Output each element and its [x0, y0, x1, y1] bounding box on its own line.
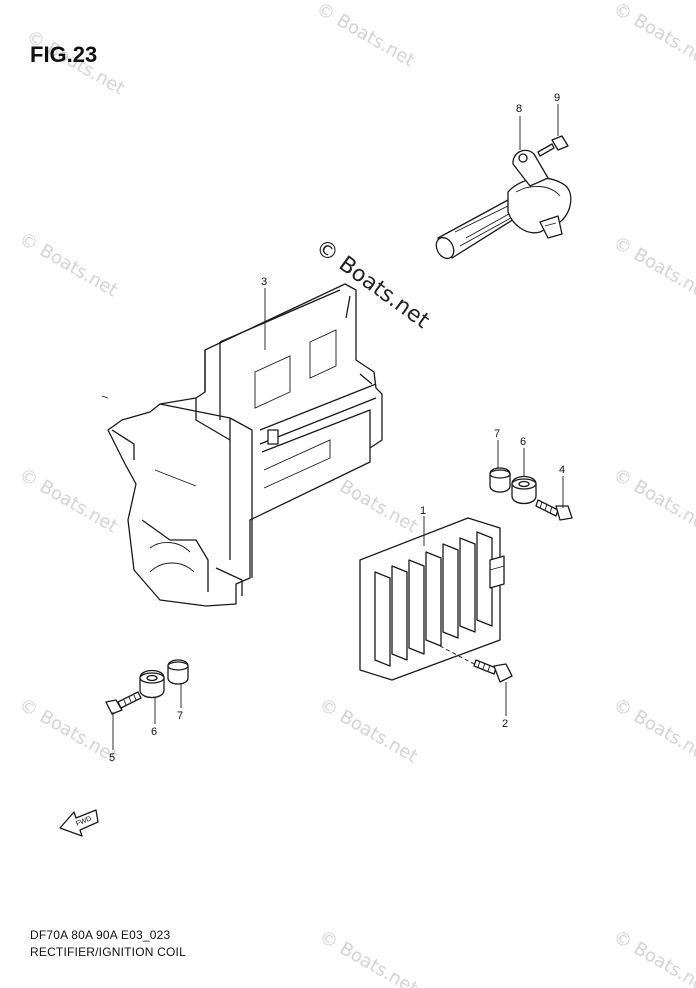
grommet-right	[511, 475, 537, 505]
callout-collar-left: 7	[177, 710, 183, 722]
watermark-layer: © Boats.net © Boats.net © Boats.net © Bo…	[16, 0, 696, 988]
fwd-arrow: FWD	[59, 809, 99, 837]
leader-lines	[112, 104, 564, 750]
watermark-text: © Boats.net	[610, 694, 696, 767]
figure-title: FIG.23	[30, 42, 98, 67]
rectifier-bolt	[439, 645, 513, 683]
watermark-text: © Boats.net	[316, 926, 422, 988]
ignition-coil	[435, 149, 572, 260]
watermark-text: © Boats.net	[313, 0, 419, 71]
model-code: DF70A 80A 90A E03_023	[30, 928, 171, 942]
watermark-text: © Boats.net	[610, 232, 696, 305]
callout-bolt-left: 5	[109, 752, 115, 764]
callout-ignition-coil: 8	[516, 103, 522, 115]
watermark-text: © Boats.net	[316, 694, 422, 767]
watermark-text: © Boats.net	[610, 0, 696, 71]
rectifier	[359, 517, 505, 681]
bolt-left	[105, 691, 142, 715]
collar-left	[167, 659, 189, 685]
section-name: RECTIFIER/IGNITION COIL	[30, 945, 186, 959]
grommet-left	[139, 669, 165, 699]
callout-coil-bolt: 9	[554, 92, 560, 104]
watermark-text: © Boats.net	[16, 464, 122, 537]
collar-right	[489, 467, 511, 493]
callout-rectifier-bolt: 2	[502, 718, 508, 730]
callout-grommet-left: 6	[151, 726, 157, 738]
callout-bracket: 3	[261, 276, 267, 288]
callout-grommet-right: 6	[520, 436, 526, 448]
bolt-right	[535, 499, 573, 521]
watermark-text: © Boats.net	[16, 694, 122, 767]
watermark-text: © Boats.net	[610, 464, 696, 537]
callout-layer: 8 9 3 1 2 7 6 4 5 6 7	[109, 92, 565, 764]
watermark-text: © Boats.net	[610, 926, 696, 988]
coil-bolt	[537, 135, 569, 157]
bracket	[101, 283, 383, 607]
callout-bolt-right: 4	[559, 464, 565, 476]
callout-collar-right: 7	[494, 428, 500, 440]
callout-rectifier: 1	[420, 505, 426, 517]
watermark-text: © Boats.net	[16, 228, 122, 301]
